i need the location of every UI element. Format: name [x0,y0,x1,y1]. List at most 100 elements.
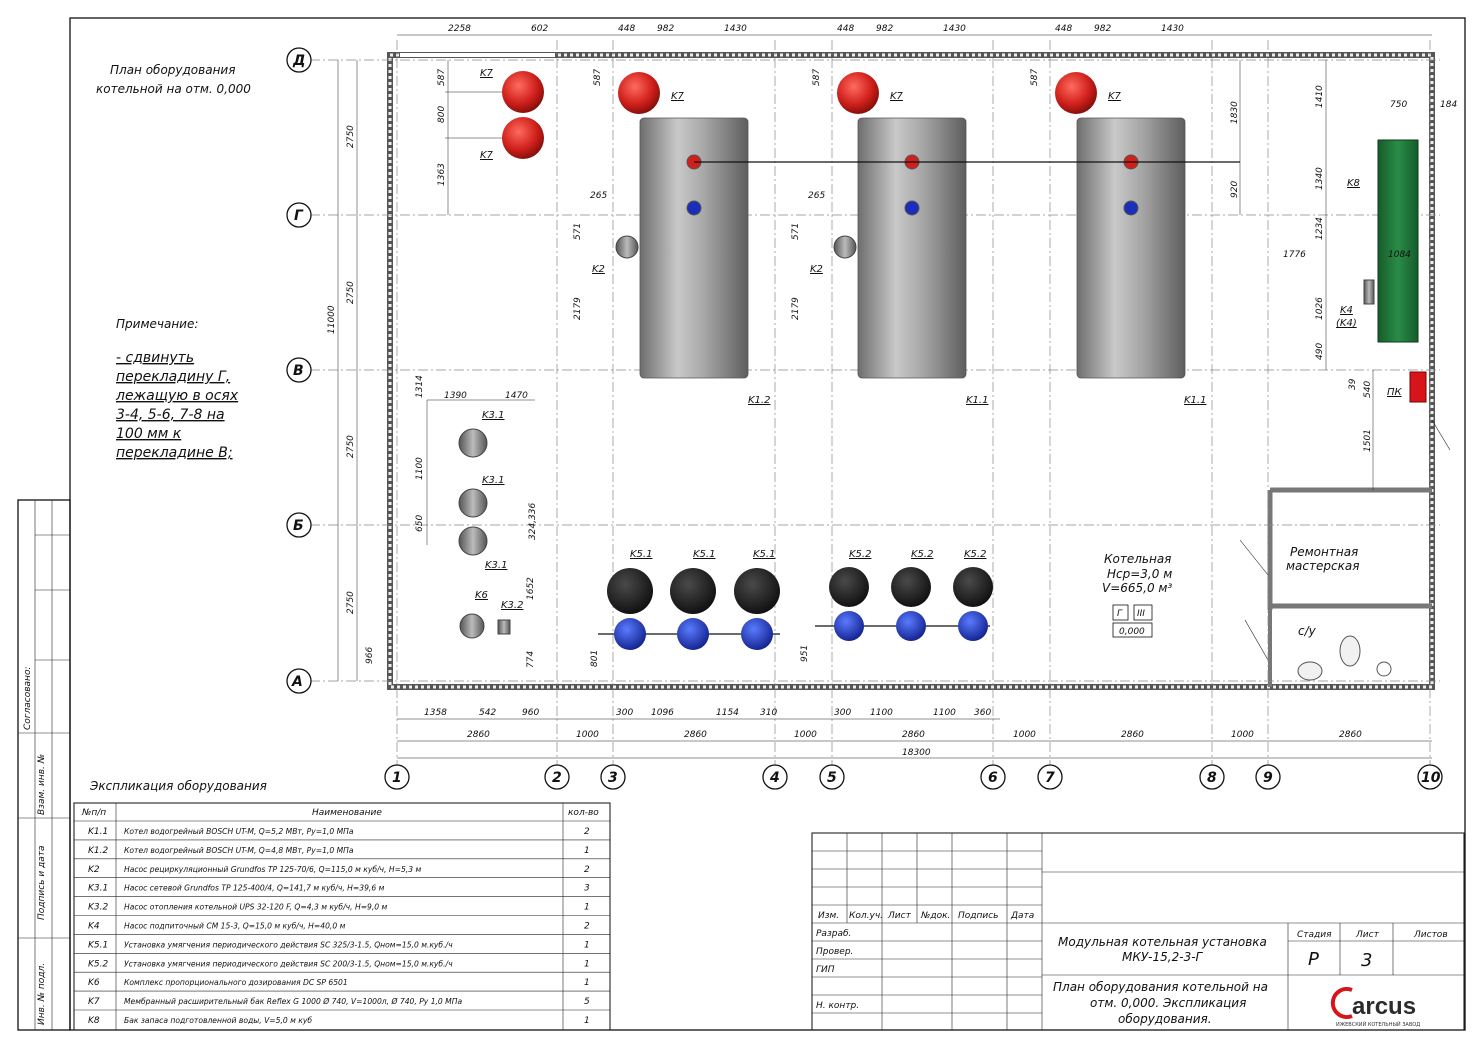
axis-label-g: Г [294,208,304,224]
k2-label: K2 [592,264,605,275]
sink-icon [1297,661,1323,681]
k7-label: K7 [671,91,685,102]
axis-num-7: 7 [1045,770,1055,786]
room-repair-1: Ремонтная [1290,545,1358,559]
note-lines: - сдвинуть перекладину Г, лежащую в осях… [115,350,239,461]
k51-tank [670,568,716,614]
dim: 587 [593,69,603,86]
tb-col: №док. [920,911,950,921]
boiler-label: K1.1 [966,395,988,406]
exp-row-num: K3.1 [88,884,108,894]
left-dimensions: 2750 2750 2750 2750 11000 966 [327,60,375,681]
dim: 1358 [424,708,447,718]
exp-row-qty: 2 [584,922,590,932]
exp-row-qty: 1 [584,1016,590,1026]
exp-row-qty: 2 [584,865,590,875]
dim: 920 [1230,181,1240,198]
k6-unit [459,613,485,639]
k7-tank [502,71,544,113]
dim: 1430 [1161,24,1184,34]
k8-label: K8 [1347,178,1360,189]
k8-tank [1377,139,1419,343]
dim: 2258 [448,24,471,34]
room-mark: Г [1117,609,1123,619]
exp-row-num: K3.2 [88,903,108,913]
k52-tank [891,567,931,607]
axis-label-a: А [291,674,303,690]
dim: 587 [812,69,822,86]
dim: 1100 [870,708,893,718]
k31-pump [458,428,488,458]
dim: 2860 [902,730,925,740]
axis-num-10: 10 [1421,770,1441,786]
boiler-label: K1.1 [1184,395,1206,406]
dim: 951 [800,645,810,662]
exp-row-qty: 1 [584,903,590,913]
dim: 1026 [1315,297,1325,320]
dim: 982 [1094,24,1111,34]
axis-grid [310,40,1440,765]
k51-brine [741,618,773,650]
dim: 982 [657,24,674,34]
dim: 310 [760,708,777,718]
dim: 1430 [724,24,747,34]
tb-col: Изм. [818,911,839,921]
dim: 1652 [526,577,536,600]
exp-row-name: Насос сетевой Grundfos TP 125-400/4, Q=1… [124,884,385,893]
k52-tank [829,567,869,607]
exp-row-qty: 5 [584,997,590,1007]
softeners: K5.1 K5.1 K5.1 K5.2 K5.2 K5.2 801 951 [590,549,993,667]
exp-row-num: K4 [88,922,100,932]
dim: 2860 [1121,730,1144,740]
tb-role: Н. контр. [816,1001,859,1011]
k52-tank [953,567,993,607]
dim: 1100 [415,457,425,480]
dim: 982 [876,24,893,34]
sheet-frame [69,17,1466,1031]
tb-list-header: Лист [1355,930,1380,940]
k7-tank [502,117,544,159]
k32-label: K3.2 [501,600,523,611]
dim: 1100 [933,708,956,718]
dim: 300 [834,708,851,718]
tb-sheet-3: оборудования. [1118,1012,1212,1026]
k2-pump [833,235,857,259]
k4-label: K4 [1340,305,1353,316]
room-labels: Котельная Hср=3,0 м V=665,0 м³ Г III 0,0… [1102,545,1392,681]
dim: 18300 [902,748,931,758]
k7-tank [837,72,879,114]
tb-lists-header: Листов [1413,930,1448,940]
dim: 1154 [716,708,739,718]
drain-icon [1376,661,1392,677]
exp-row-name: Насос отопления котельной UPS 32-120 F, … [124,903,388,912]
k52-brine [896,611,926,641]
exp-row-name: Комплекс пропорционального дозирования D… [124,978,348,987]
k52-brine [958,611,988,641]
axis-num-6: 6 [988,770,998,786]
dim: 2179 [791,297,801,320]
dim: 360 [974,708,991,718]
dim: 1776 [1283,250,1306,260]
k31-label: K3.1 [485,560,507,571]
tb-sheet-1: План оборудования котельной на [1053,980,1268,994]
k7-label: K7 [480,68,494,79]
exp-row-name: Котел водогрейный BOSCH UT-M, Q=4,8 МВт,… [124,846,354,855]
dim: 1000 [794,730,817,740]
plan-title-line1: План оборудования [110,63,235,77]
note-line: 100 мм к [116,426,182,442]
exp-row-name: Мембранный расширительный бак Reflex G 1… [124,997,462,1006]
dim: 2750 [346,281,356,304]
dim: 2860 [1339,730,1362,740]
tb-project-1: Модульная котельная установка [1058,935,1267,949]
dim: 448 [1055,24,1072,34]
dim: 571 [573,223,583,240]
dim: 2179 [573,297,583,320]
tb-col: Кол.уч. [849,911,883,921]
k7-label: K7 [1108,91,1122,102]
number-axes: 1 2 3 4 5 6 7 8 9 10 [384,764,1443,790]
dim: 1501 [1363,429,1373,452]
dim: 448 [618,24,635,34]
k6-label: K6 [475,590,488,601]
